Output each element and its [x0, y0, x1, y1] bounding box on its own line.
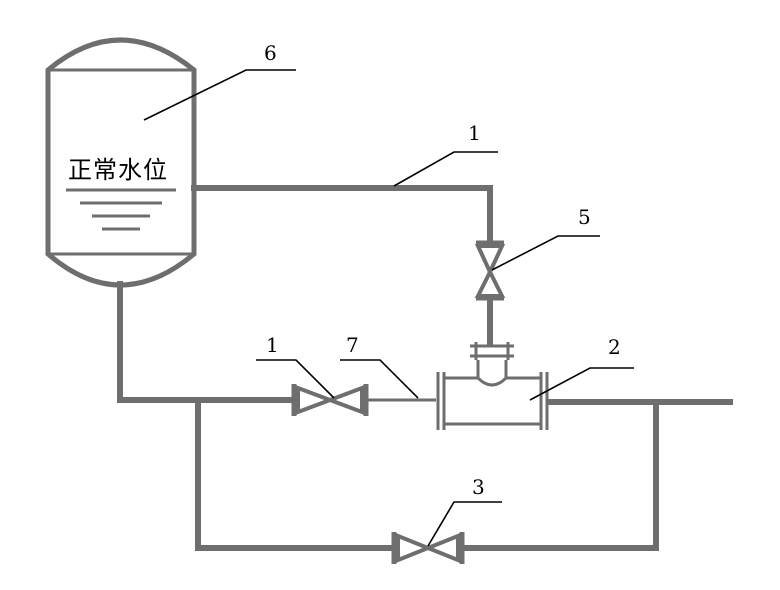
- valve-5[interactable]: [474, 240, 506, 301]
- leader-1-lower: [256, 359, 335, 399]
- tank: 正常水位: [45, 37, 197, 288]
- pipes: [117, 185, 733, 551]
- leader-7: [340, 359, 419, 399]
- label-6: 6: [264, 41, 277, 65]
- valve1-left-cone: [296, 385, 336, 415]
- leader-3: [427, 501, 502, 547]
- label-1-lower: 1: [266, 333, 279, 357]
- tank-outlet-pipe: [117, 281, 297, 403]
- callouts: 6 1 5 1 7 2 3: [143, 41, 634, 547]
- bypass-right-pipe: [459, 399, 659, 551]
- normal-water-level-label: 正常水位: [68, 156, 168, 184]
- bypass-left-pipe: [195, 397, 397, 551]
- label-3: 3: [472, 475, 485, 499]
- leader-2: [529, 367, 634, 401]
- valve5-upper-cone: [474, 244, 506, 277]
- leader-6: [143, 69, 296, 121]
- label-2: 2: [608, 335, 621, 359]
- valve5-lower-cone: [474, 267, 506, 298]
- valve-1-main[interactable]: [291, 384, 369, 416]
- valve1-right-cone: [324, 385, 364, 415]
- label-7: 7: [346, 333, 359, 357]
- label-5: 5: [578, 205, 591, 229]
- tee-top-boss: [476, 360, 508, 387]
- leader-5: [491, 235, 600, 271]
- valve3-right-cone: [422, 533, 460, 563]
- leader-1-upper: [393, 151, 498, 187]
- valve3-left-cone: [396, 533, 434, 563]
- upper-pipe: [191, 185, 493, 245]
- label-1-upper: 1: [468, 121, 481, 145]
- tee-body: [436, 342, 549, 430]
- valve-3-bypass[interactable]: [391, 532, 465, 564]
